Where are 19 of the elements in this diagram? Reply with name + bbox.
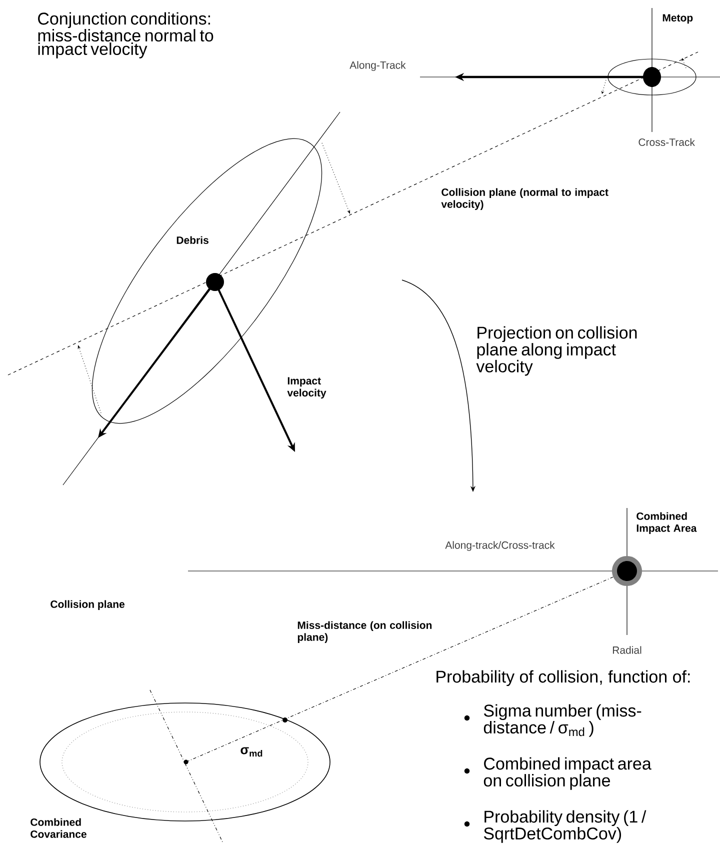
- impact-area-label: Combined Impact Area: [636, 512, 697, 534]
- miss-distance-label: Miss-distance (on collision plane): [298, 621, 432, 643]
- satellite-label: Metop: [662, 14, 693, 24]
- plane-label: Collision plane: [50, 600, 125, 610]
- list-item: Combined impact area on collision plane: [484, 757, 652, 790]
- axis-label: Along-track/Cross-track: [445, 541, 555, 551]
- axis-label: Cross-Track: [638, 138, 695, 146]
- axis-label: Along-Track: [350, 61, 406, 71]
- covariance-label: Combined Covariance: [30, 818, 86, 838]
- projection-label: Projection on collision plane along impact velocity: [476, 326, 637, 376]
- sigma-label: σ$_{md}$: [240, 747, 262, 757]
- plane-label: Collision plane (normal to impact velocity): [441, 188, 608, 210]
- velocity-label: Impact velocity: [287, 377, 326, 399]
- debris-label: Debris: [176, 236, 208, 244]
- note-heading: Probability of collision, function of:: [436, 670, 690, 686]
- list-item: Sigma number (miss-distance / σ$_{md}$ ): [484, 704, 642, 737]
- axis-label: Radial: [612, 646, 642, 654]
- list-item: Probability density (1 / SqrtDetCombCov): [484, 810, 646, 843]
- heading: Conjunction conditions: miss-distance normal to impact velocity: [38, 12, 214, 58]
